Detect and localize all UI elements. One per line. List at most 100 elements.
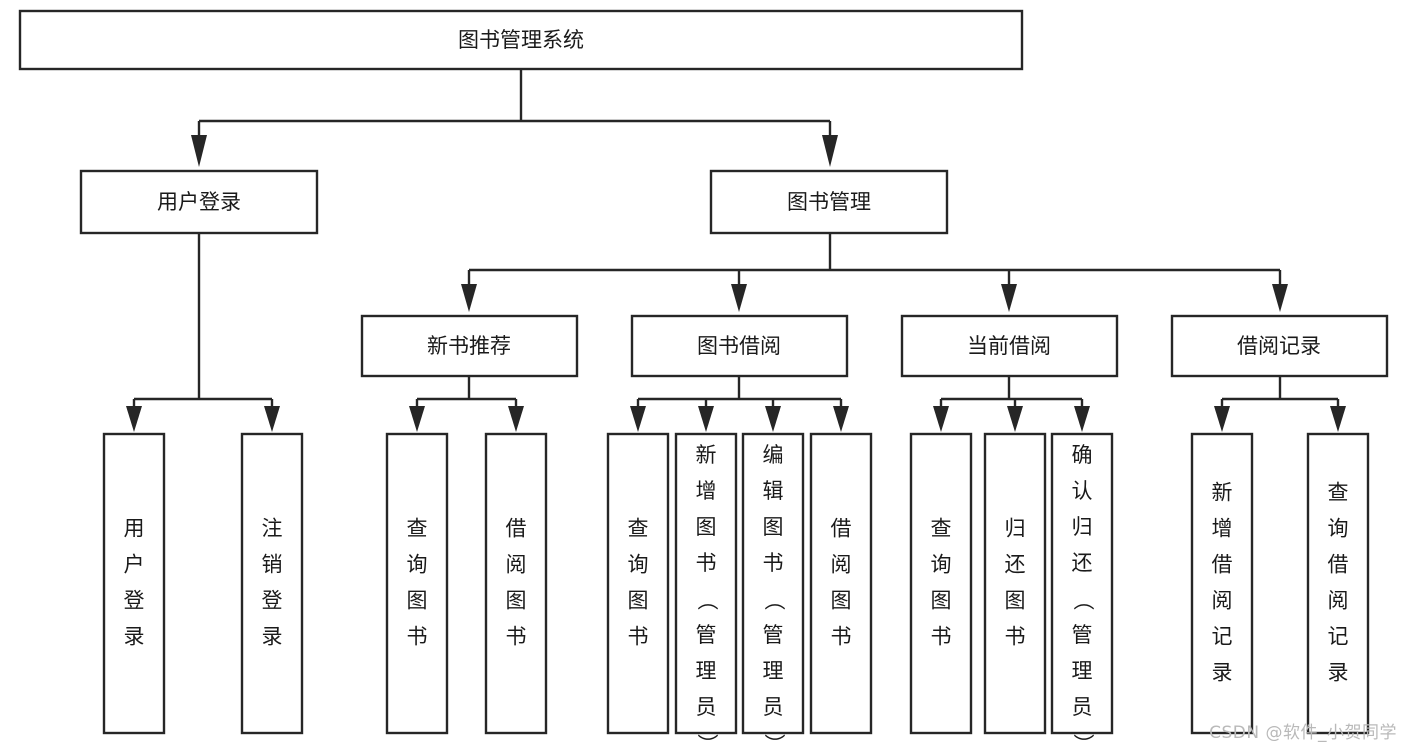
svg-text:记: 记: [1212, 625, 1233, 649]
svg-text:还: 还: [1005, 553, 1026, 577]
node-borrow-record-box[interactable]: [1170, 314, 1389, 378]
svg-text:询: 询: [931, 553, 952, 577]
node-book-manage-box[interactable]: [709, 169, 949, 235]
svg-text:编: 编: [763, 443, 784, 467]
leaf-confirm-return-admin[interactable]: [1050, 432, 1114, 735]
arrow-head-book-borrow: [731, 284, 747, 312]
node-borrow-record[interactable]: 借阅记录: [1170, 314, 1389, 378]
svg-text:询: 询: [1328, 517, 1349, 541]
svg-text:认: 认: [1072, 479, 1093, 503]
leaf-add-borrow-record-box[interactable]: [1190, 432, 1254, 735]
node-new-book-rec-box[interactable]: [360, 314, 579, 378]
svg-text:阅: 阅: [1328, 589, 1349, 613]
leaf-query-book-3[interactable]: [909, 432, 973, 735]
leaf-edit-book-admin-box[interactable]: [741, 432, 805, 735]
leaf-logout-box[interactable]: [240, 432, 304, 735]
svg-text:管: 管: [763, 623, 784, 647]
connector-layer: [126, 69, 1346, 432]
svg-text:查: 查: [628, 517, 649, 541]
leaf-user-login-box[interactable]: [102, 432, 166, 735]
svg-text:借: 借: [506, 517, 527, 541]
svg-text:图: 图: [628, 589, 649, 613]
node-root[interactable]: 图书管理系统: [18, 9, 1024, 71]
svg-text:图: 图: [763, 515, 784, 539]
svg-text:图: 图: [931, 589, 952, 613]
node-new-book-rec[interactable]: 新书推荐: [360, 314, 579, 378]
leaf-query-borrow-record[interactable]: [1306, 432, 1370, 735]
svg-text:书: 书: [696, 551, 717, 575]
node-root-box[interactable]: [18, 9, 1024, 71]
node-current-borrow[interactable]: 当前借阅: [900, 314, 1119, 378]
arrow-head-leaf-borrow-book-2: [833, 406, 849, 432]
arrow-head-leaf-confirm-return-admin: [1074, 406, 1090, 432]
leaf-confirm-return-admin-box[interactable]: [1050, 432, 1114, 735]
arrow-head-leaf-user-login: [126, 406, 142, 432]
leaf-user-login[interactable]: [102, 432, 166, 735]
leaf-add-book-admin-box[interactable]: [674, 432, 738, 735]
svg-text:借: 借: [831, 517, 852, 541]
svg-text:理: 理: [696, 659, 717, 683]
svg-text:图: 图: [1005, 589, 1026, 613]
leaf-borrow-book-1[interactable]: [484, 432, 548, 735]
svg-text:员: 员: [763, 695, 784, 719]
svg-text:记: 记: [1328, 625, 1349, 649]
svg-text:确: 确: [1072, 443, 1093, 467]
leaf-query-book-1[interactable]: [385, 432, 449, 735]
svg-text:新: 新: [696, 443, 717, 467]
arrow-head-leaf-query-book-3: [933, 406, 949, 432]
leaf-add-book-admin[interactable]: [674, 432, 738, 735]
svg-text:阅: 阅: [1212, 589, 1233, 613]
leaf-borrow-book-2-box[interactable]: [809, 432, 873, 735]
leaf-return-book[interactable]: [983, 432, 1047, 735]
leaf-query-book-2-box[interactable]: [606, 432, 670, 735]
svg-text:录: 录: [1212, 661, 1233, 685]
svg-text:图: 图: [506, 589, 527, 613]
svg-text:书: 书: [407, 625, 428, 649]
svg-text:（: （: [762, 590, 786, 611]
node-book-borrow[interactable]: 图书借阅: [630, 314, 849, 378]
svg-text:注: 注: [262, 517, 283, 541]
leaf-borrow-book-1-box[interactable]: [484, 432, 548, 735]
leaf-add-borrow-record[interactable]: [1190, 432, 1254, 735]
leaf-borrow-book-2[interactable]: [809, 432, 873, 735]
arrow-head-new-book-rec: [461, 284, 477, 312]
svg-text:询: 询: [628, 553, 649, 577]
svg-text:书: 书: [831, 625, 852, 649]
node-current-borrow-box[interactable]: [900, 314, 1119, 378]
leaf-query-book-1-box[interactable]: [385, 432, 449, 735]
csdn-watermark: CSDN @软件_小贺同学: [1209, 723, 1397, 743]
node-user-login-box[interactable]: [79, 169, 319, 235]
node-user-login-label: 用户登录: [157, 190, 241, 214]
leaf-query-book-2[interactable]: [606, 432, 670, 735]
leaf-query-borrow-record-box[interactable]: [1306, 432, 1370, 735]
svg-text:）: ）: [762, 734, 786, 747]
svg-text:）: ）: [695, 734, 719, 747]
node-user-login[interactable]: 用户登录: [79, 169, 319, 235]
arrow-head-leaf-query-book-2: [630, 406, 646, 432]
node-book-borrow-box[interactable]: [630, 314, 849, 378]
svg-text:增: 增: [1212, 517, 1233, 541]
svg-text:）: ）: [1071, 734, 1095, 747]
svg-text:书: 书: [628, 625, 649, 649]
leaf-query-book-3-box[interactable]: [909, 432, 973, 735]
arrow-head-borrow-record: [1272, 284, 1288, 312]
leaf-logout[interactable]: [240, 432, 304, 735]
arrow-head-leaf-add-borrow-record: [1214, 406, 1230, 432]
leaf-edit-book-admin[interactable]: [741, 432, 805, 735]
svg-text:查: 查: [1328, 481, 1349, 505]
svg-text:借: 借: [1328, 553, 1349, 577]
node-book-manage[interactable]: 图书管理: [709, 169, 949, 235]
leaf-return-book-box[interactable]: [983, 432, 1047, 735]
arrow-head-current-borrow: [1001, 284, 1017, 312]
svg-text:图: 图: [831, 589, 852, 613]
